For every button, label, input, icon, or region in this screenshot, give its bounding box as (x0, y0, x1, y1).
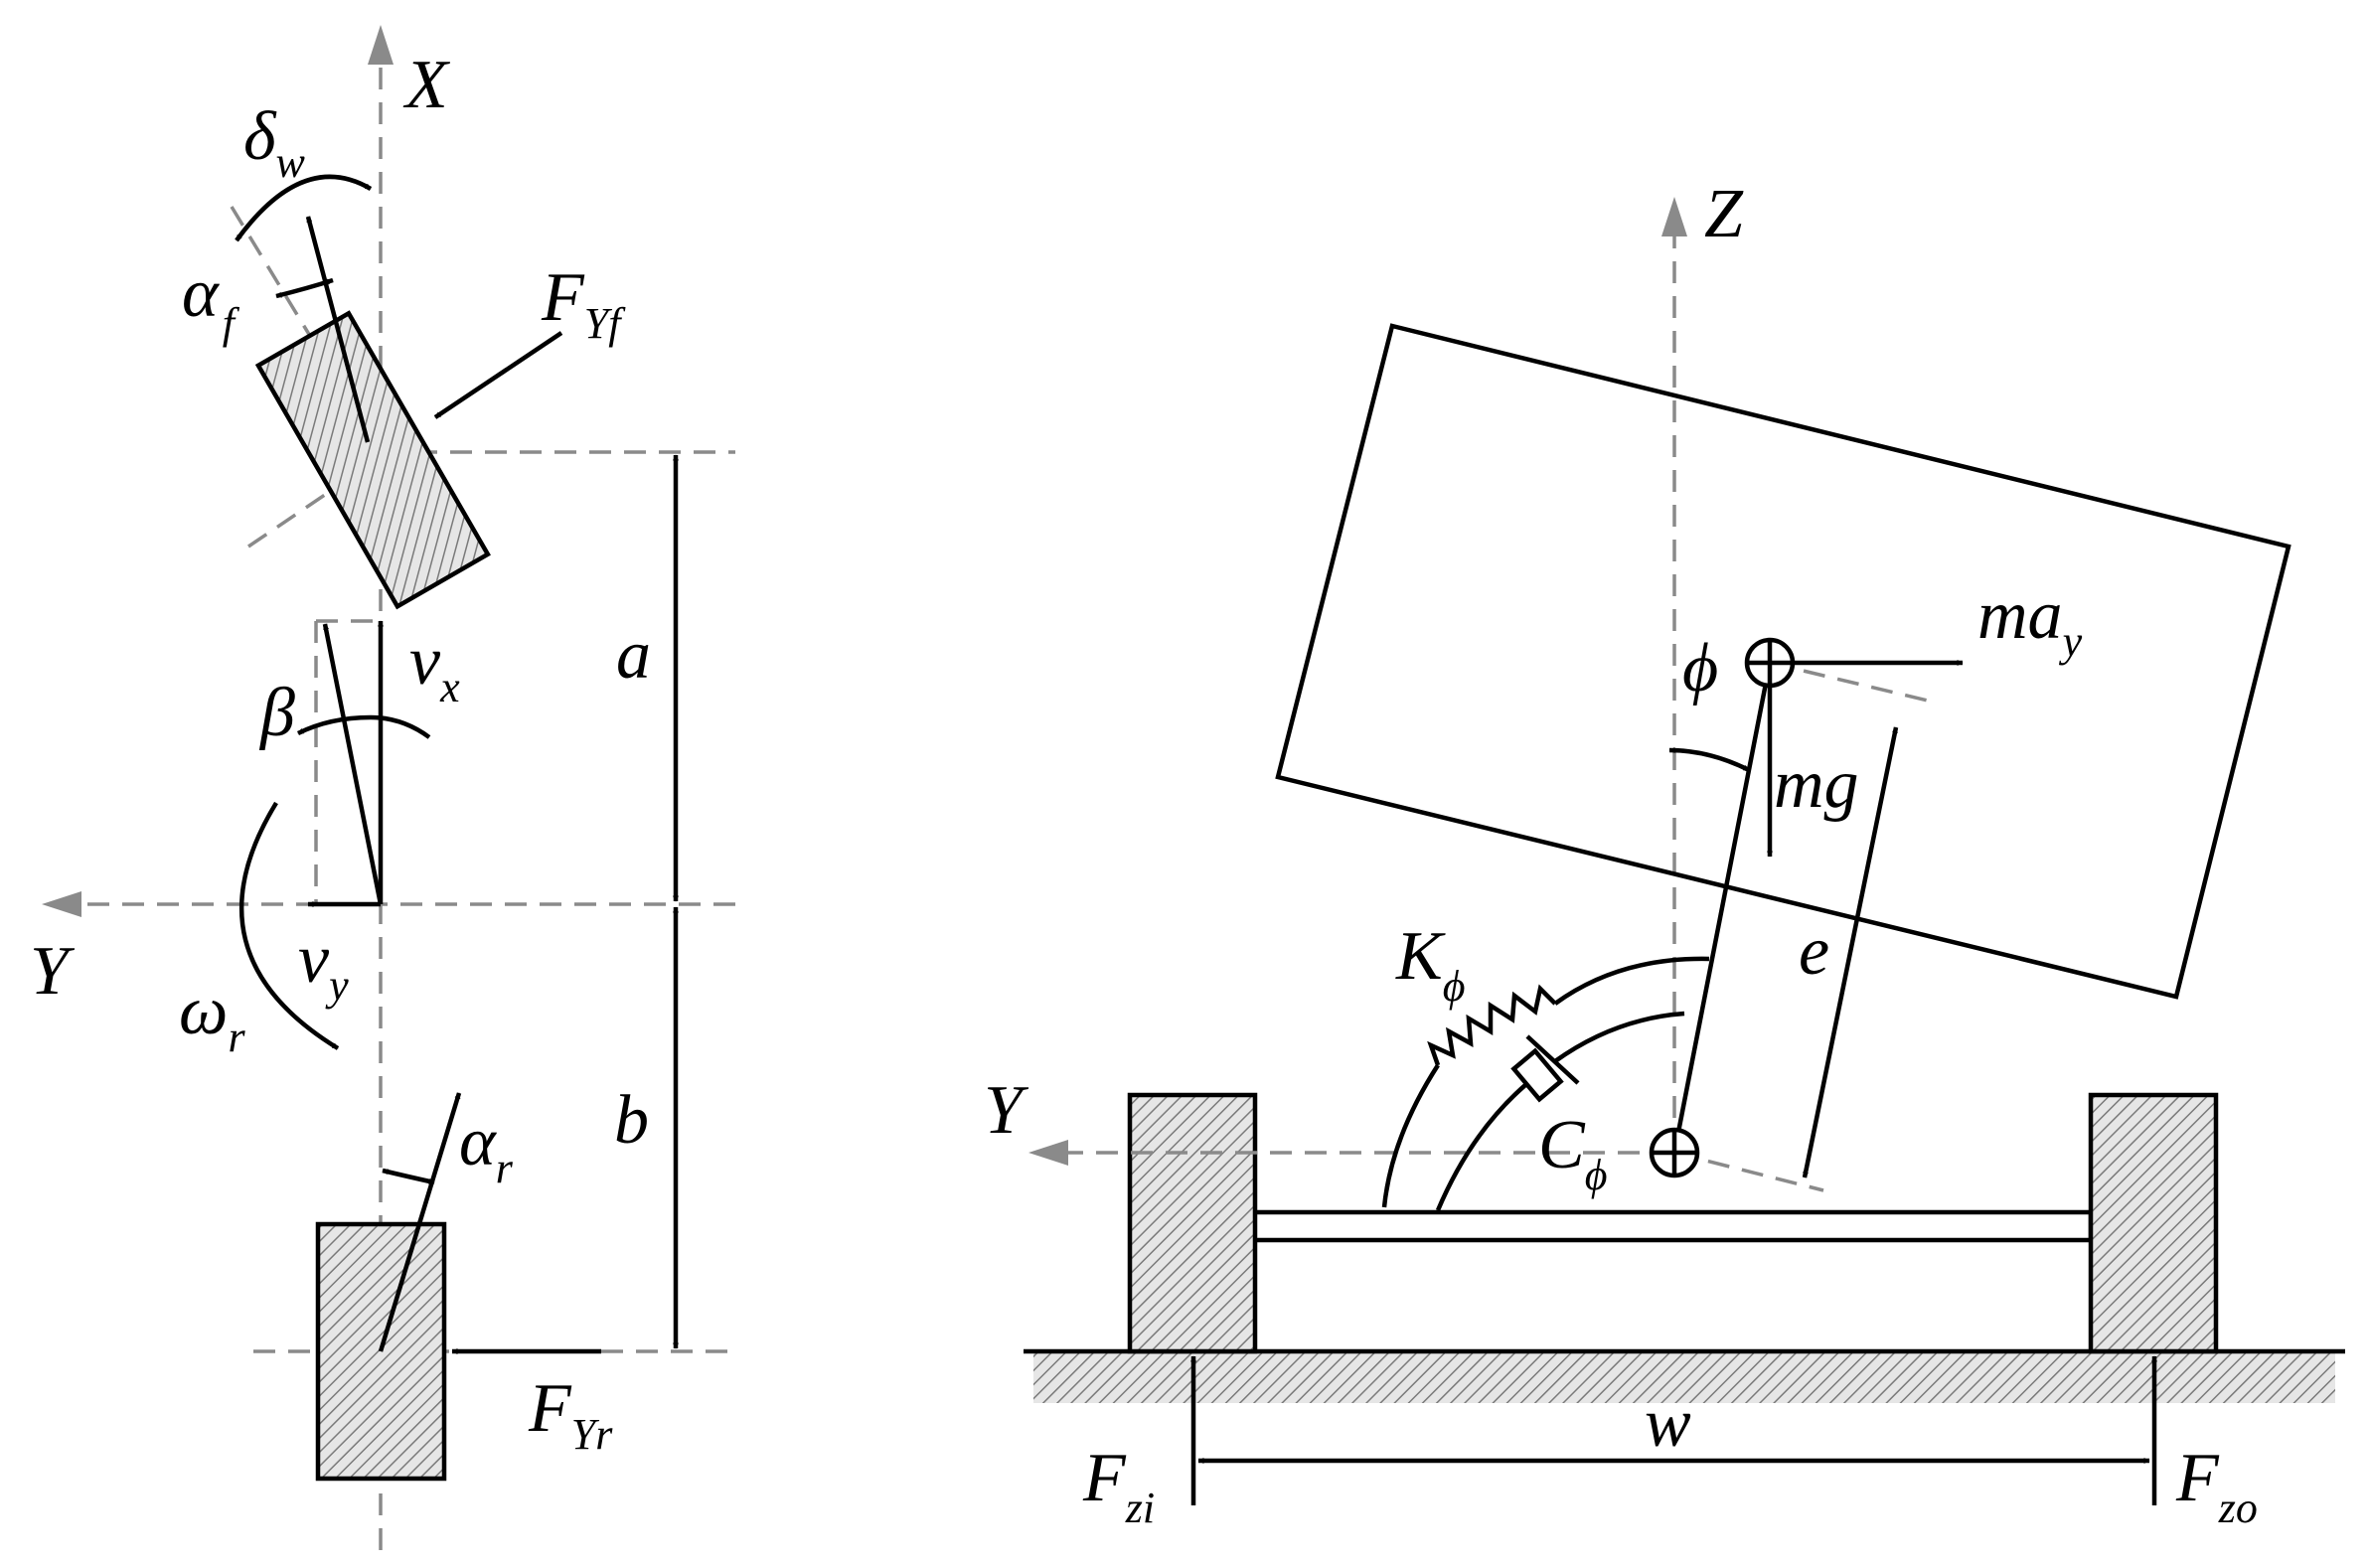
alpha-f-subscript: f (223, 299, 240, 348)
rear-velocity-vector (378, 1092, 462, 1352)
k-phi-subscript: ϕ (1443, 962, 1466, 1011)
alpha-f-label: αf (182, 255, 240, 348)
z-axis-arrowhead (1661, 197, 1687, 236)
vx-label: vx (409, 623, 460, 711)
vy-symbol: v (298, 921, 330, 998)
e-label: e (1799, 913, 1829, 990)
beta-label: β (258, 675, 295, 751)
spring-arc-upper (1553, 956, 1710, 1006)
beta-arc (296, 714, 431, 739)
fzo-label: Fzo (2175, 1440, 2258, 1532)
may-subscript: y (2059, 617, 2083, 666)
sprung-body (1275, 323, 2291, 1000)
y-axis-label: Y (30, 933, 76, 1010)
phi-label: ϕ (1682, 630, 1718, 706)
fyr-label: FYr (528, 1370, 613, 1459)
omega-r-symbol: ω (179, 973, 228, 1049)
ground-hatch (1033, 1351, 2335, 1403)
omega-r-label: ωr (179, 973, 245, 1061)
y-axis-arrowhead (42, 891, 81, 917)
x-axis-label: X (402, 47, 451, 123)
roll-y-axis-label: Y (984, 1072, 1029, 1149)
phi-arc (1668, 747, 1751, 773)
c-phi-subscript: ϕ (1585, 1151, 1608, 1199)
z-axis-label: Z (1704, 176, 1744, 252)
roll-y-axis-arrowhead (1028, 1140, 1068, 1166)
delta-w-arc (235, 174, 373, 242)
spring-arc-lower (1381, 1063, 1440, 1208)
fzi-symbol: F (1082, 1440, 1127, 1516)
k-phi-symbol: K (1395, 918, 1446, 995)
vx-subscript: x (439, 663, 460, 711)
fyr-subscript: Yr (571, 1410, 613, 1459)
damper-arc-upper (1553, 1011, 1685, 1063)
fyr-symbol: F (528, 1370, 572, 1447)
fzi-subscript: zi (1125, 1484, 1155, 1532)
dimension-b-label: b (614, 1082, 649, 1159)
roll-arm (1671, 662, 1773, 1154)
delta-w-subscript: w (276, 138, 306, 187)
e-reference-lower (1673, 1151, 1824, 1192)
damper-cap (1525, 1034, 1580, 1085)
alpha-f-arc (275, 277, 334, 299)
fyf-symbol: F (541, 259, 585, 336)
omega-r-arc (238, 801, 340, 1050)
outer-wheel (2088, 1092, 2219, 1354)
roll-model: Z Y ϕ may mg e Kϕ Cϕ w Fzi Fzo (984, 176, 2345, 1532)
spring-coil (1427, 984, 1557, 1066)
bicycle-model: X Y δw αf FYf vx β vy ωr αr FYr a b (30, 25, 735, 1550)
may-label: may (1977, 577, 2083, 666)
fzo-subscript: zo (2218, 1484, 2258, 1532)
alpha-r-arc (382, 1168, 435, 1185)
alpha-f-symbol: α (182, 255, 220, 332)
fyf-subscript: Yf (584, 299, 626, 348)
alpha-r-symbol: α (459, 1104, 497, 1180)
fzi-label: Fzi (1082, 1440, 1155, 1532)
front-velocity-vector (305, 216, 371, 443)
e-reference-upper (1769, 661, 1929, 703)
c-phi-label: Cϕ (1538, 1107, 1607, 1199)
front-wheel (254, 310, 491, 610)
alpha-r-label: αr (459, 1104, 514, 1192)
damper-body (1510, 1047, 1564, 1103)
w-label: w (1645, 1385, 1691, 1462)
delta-w-symbol: δ (243, 98, 277, 175)
k-phi-label: Kϕ (1395, 918, 1465, 1011)
front-wheel-heading-line (230, 206, 383, 453)
inner-wheel (1127, 1092, 1258, 1354)
may-symbol: ma (1977, 577, 2063, 654)
mg-label: mg (1774, 746, 1859, 823)
damper-arc-lower (1435, 1083, 1527, 1211)
fzo-symbol: F (2175, 1440, 2220, 1516)
alpha-r-subscript: r (496, 1144, 514, 1192)
vy-subscript: y (325, 961, 349, 1010)
e-dimension-arrow (1802, 726, 1899, 1178)
c-phi-symbol: C (1538, 1107, 1586, 1183)
fyf-force-arrow (433, 331, 563, 419)
delta-w-label: δw (243, 98, 306, 187)
vy-label: vy (298, 921, 349, 1010)
axle (1251, 1209, 2094, 1243)
omega-r-subscript: r (228, 1013, 245, 1061)
fyf-label: FYf (541, 259, 626, 348)
dimension-a-label: a (616, 617, 651, 694)
velocity-vector (322, 623, 384, 905)
vx-symbol: v (409, 623, 441, 700)
x-axis-arrowhead (368, 25, 394, 65)
